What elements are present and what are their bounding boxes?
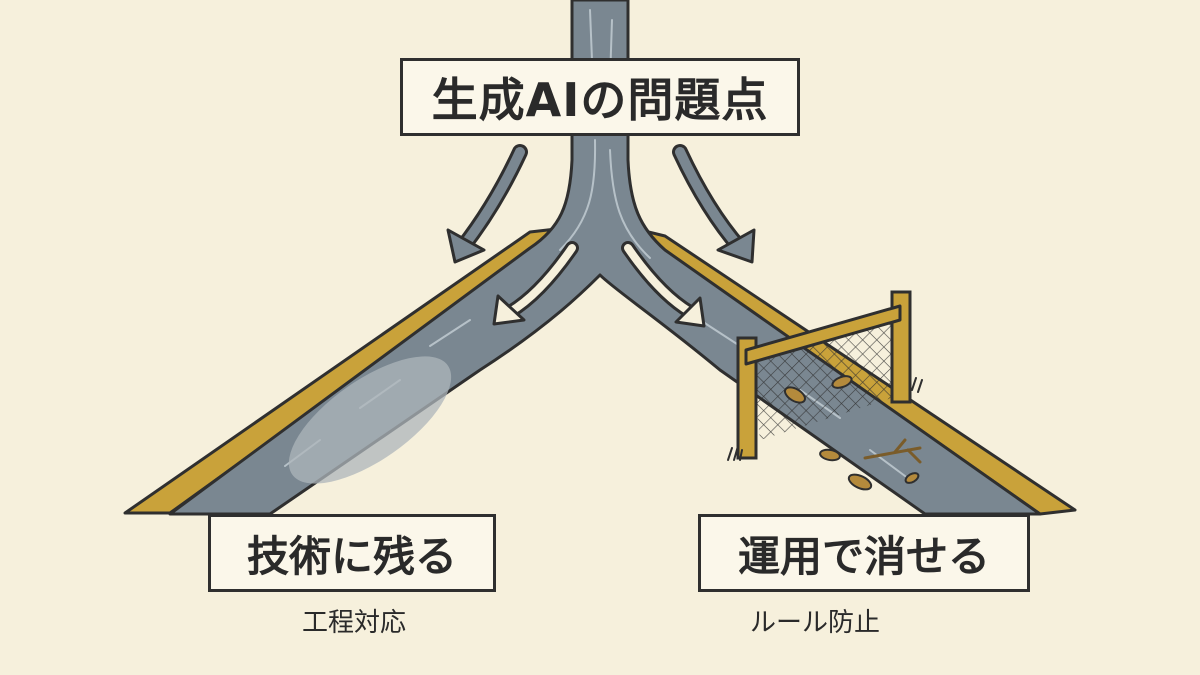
- fence-net-icon: [736, 290, 912, 460]
- smudge-patch: [288, 356, 452, 484]
- left-branch-label: 技術に残る: [208, 514, 496, 592]
- arrow-right-branch-icon: [621, 241, 706, 328]
- left-branch-sublabel: 工程対応: [302, 608, 407, 638]
- right-branch-sublabel: ルール防止: [750, 608, 881, 638]
- grass-tuft-icon: [727, 377, 923, 461]
- right-branch-label: 運用で消せる: [698, 514, 1030, 592]
- twig-icon: [863, 438, 922, 464]
- arrow-left-branch-icon: [492, 241, 579, 326]
- leaf-icon: [784, 375, 920, 491]
- arrow-down-left-icon: [446, 144, 528, 264]
- title-label: 生成AIの問題点: [400, 58, 800, 136]
- arrow-down-right-icon: [672, 144, 756, 264]
